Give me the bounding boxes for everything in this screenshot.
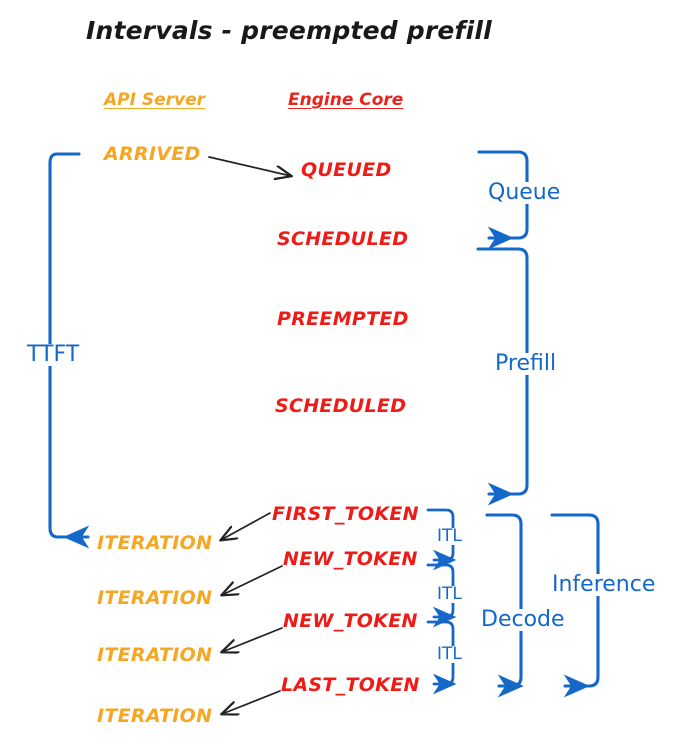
arrow-arrived-to-queued: [208, 156, 291, 176]
api-event-arrived: ARRIVED: [104, 143, 201, 165]
column-header-engine-core: Engine Core: [288, 90, 404, 110]
engine-event-last-token: LAST_TOKEN: [281, 674, 420, 696]
engine-event-first-token: FIRST_TOKEN: [272, 503, 419, 525]
engine-event-new-token-1: NEW_TOKEN: [283, 548, 418, 570]
arrow-first-token-to-iteration: [221, 512, 271, 540]
engine-event-scheduled-2: SCHEDULED: [275, 395, 407, 417]
page-title: Intervals - preempted prefill: [86, 16, 492, 45]
engine-event-scheduled-1: SCHEDULED: [277, 228, 409, 250]
interval-label-decode: Decode: [478, 609, 568, 631]
arrow-new-token-to-iteration-2: [222, 627, 283, 652]
engine-event-queued: QUEUED: [301, 159, 392, 181]
api-event-iteration-4: ITERATION: [97, 705, 213, 727]
api-event-iteration-1: ITERATION: [97, 532, 213, 554]
bracket-inference: [550, 513, 600, 698]
column-header-api-server: API Server: [104, 90, 206, 110]
engine-event-preempted: PREEMPTED: [277, 308, 409, 330]
interval-label-itl-2: ITL: [435, 584, 464, 604]
interval-label-inference: Inference: [549, 574, 659, 596]
interval-label-itl-1: ITL: [435, 526, 464, 546]
interval-label-queue: Queue: [485, 182, 564, 204]
arrow-new-token-to-iteration-1: [222, 565, 283, 595]
interval-label-ttft: TTFT: [24, 344, 83, 366]
interval-label-itl-3: ITL: [435, 644, 464, 664]
arrow-last-token-to-iteration: [222, 690, 281, 714]
api-event-iteration-3: ITERATION: [97, 644, 213, 666]
engine-event-new-token-2: NEW_TOKEN: [283, 610, 418, 632]
bracket-decode: [485, 513, 524, 698]
api-event-iteration-2: ITERATION: [97, 587, 213, 609]
interval-label-prefill: Prefill: [492, 353, 560, 375]
